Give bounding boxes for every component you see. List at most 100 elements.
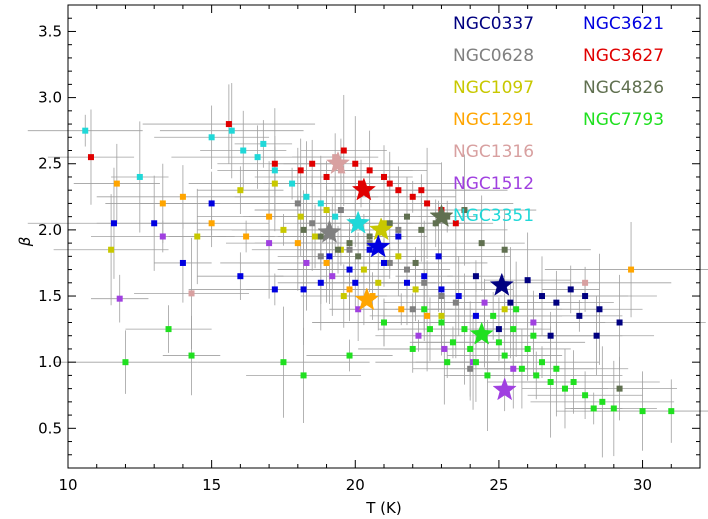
summary-star bbox=[325, 150, 351, 175]
data-point bbox=[208, 134, 215, 141]
data-point bbox=[312, 233, 319, 240]
data-point bbox=[481, 299, 488, 306]
data-point bbox=[381, 259, 387, 266]
data-point bbox=[449, 339, 456, 346]
data-point bbox=[337, 207, 344, 214]
data-point bbox=[567, 286, 574, 293]
data-point bbox=[582, 293, 589, 300]
legend-entry: NGC0337 bbox=[453, 14, 534, 34]
data-point bbox=[409, 345, 416, 352]
x-tick-label: 20 bbox=[346, 476, 365, 494]
data-point bbox=[346, 246, 353, 253]
data-point bbox=[501, 246, 508, 253]
data-point bbox=[524, 345, 531, 352]
data-point bbox=[228, 127, 235, 134]
data-point bbox=[455, 293, 462, 300]
data-point bbox=[616, 319, 623, 326]
data-point bbox=[421, 279, 428, 286]
data-point bbox=[271, 286, 278, 293]
data-point bbox=[194, 233, 201, 240]
data-point bbox=[225, 121, 232, 128]
data-point bbox=[478, 240, 485, 247]
data-point bbox=[561, 385, 568, 392]
x-tick-label: 25 bbox=[489, 476, 508, 494]
data-point bbox=[424, 312, 431, 319]
data-point bbox=[590, 405, 597, 412]
data-point bbox=[159, 233, 166, 240]
data-point bbox=[441, 345, 448, 352]
data-point bbox=[639, 408, 646, 415]
legend-entry: NGC1291 bbox=[453, 110, 534, 130]
data-point bbox=[409, 306, 416, 313]
data-point bbox=[501, 306, 508, 313]
x-tick-label: 10 bbox=[58, 476, 77, 494]
data-point bbox=[280, 359, 287, 366]
y-tick-label: 0.5 bbox=[38, 419, 62, 437]
data-point bbox=[472, 273, 479, 280]
data-point bbox=[165, 326, 172, 333]
data-point bbox=[323, 259, 330, 266]
data-point bbox=[271, 167, 278, 174]
data-point bbox=[593, 332, 600, 339]
data-point bbox=[254, 154, 261, 161]
data-point bbox=[289, 180, 296, 187]
data-point bbox=[386, 259, 393, 266]
data-point bbox=[179, 193, 186, 200]
data-point bbox=[403, 279, 410, 286]
data-point bbox=[300, 372, 307, 379]
legend-entry: NGC7793 bbox=[583, 110, 664, 130]
y-tick-label: 2.0 bbox=[38, 221, 62, 239]
data-point bbox=[386, 220, 393, 227]
data-point bbox=[395, 226, 402, 233]
legend-entry: NGC3351 bbox=[453, 206, 534, 226]
data-point bbox=[240, 147, 247, 154]
data-point bbox=[360, 266, 367, 273]
data-point bbox=[599, 398, 606, 405]
data-point bbox=[570, 379, 577, 386]
data-point bbox=[438, 312, 445, 319]
data-point bbox=[332, 213, 339, 220]
data-point bbox=[294, 240, 301, 247]
data-point bbox=[346, 266, 353, 273]
summary-star bbox=[469, 321, 494, 345]
data-point bbox=[513, 306, 520, 313]
data-point bbox=[530, 319, 537, 326]
data-point bbox=[495, 339, 502, 346]
data-point bbox=[297, 167, 304, 174]
data-point bbox=[435, 253, 442, 260]
data-point bbox=[412, 286, 419, 293]
data-point bbox=[280, 226, 287, 233]
data-point bbox=[472, 359, 479, 366]
data-point bbox=[395, 187, 402, 194]
data-point bbox=[294, 200, 301, 207]
data-point bbox=[547, 332, 554, 339]
data-point bbox=[424, 200, 431, 207]
data-point bbox=[375, 279, 382, 286]
data-point bbox=[412, 259, 419, 266]
summary-star bbox=[489, 272, 514, 296]
data-point bbox=[668, 408, 675, 415]
legend-entry: NGC0628 bbox=[453, 46, 534, 66]
data-point bbox=[136, 173, 143, 180]
x-tick-label: 15 bbox=[202, 476, 221, 494]
data-point bbox=[116, 295, 123, 302]
data-point bbox=[530, 332, 537, 339]
data-point bbox=[237, 187, 244, 194]
data-point bbox=[553, 299, 560, 306]
data-point bbox=[300, 226, 307, 233]
data-point bbox=[355, 306, 362, 313]
data-point bbox=[108, 246, 115, 253]
data-point bbox=[524, 277, 531, 284]
data-point bbox=[495, 326, 502, 333]
data-point bbox=[398, 306, 405, 313]
data-point bbox=[452, 299, 459, 306]
data-point bbox=[596, 306, 603, 313]
y-tick-label: 3.0 bbox=[38, 89, 62, 107]
data-point bbox=[208, 200, 215, 207]
data-point bbox=[332, 154, 339, 161]
data-point bbox=[340, 147, 347, 154]
data-point bbox=[352, 279, 359, 286]
data-point bbox=[358, 180, 365, 187]
data-point bbox=[610, 405, 617, 412]
